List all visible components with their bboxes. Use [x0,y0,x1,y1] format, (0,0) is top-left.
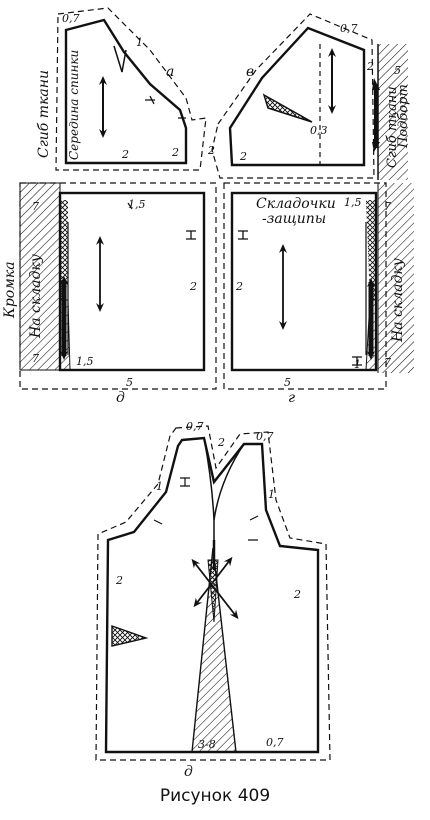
letter-d-bottom: д [184,764,193,780]
label-pleats-1: Складочки [256,196,336,212]
selvage-hatch [20,183,60,370]
m-b-2-top: 2 [217,436,225,449]
m-d-7-bot: 7 [32,352,39,365]
label-selvage: Кромка [2,261,18,319]
piece-g-lower [223,182,414,390]
piece-d-outline [58,191,206,372]
m-v-2-hem: 2 [239,150,247,163]
label-on-fold-right: На складку [390,257,406,343]
m-v-2-cf: 2 [366,60,374,73]
piece-a-back [55,7,207,171]
m-b-2l: 2 [115,574,123,587]
m-a-1: 1 [136,36,143,49]
m-b-07r: 0,7 [256,430,274,443]
letter-v: в [246,64,254,80]
m-g-7-top: 7 [384,200,391,213]
piece-v-front [211,13,408,180]
front-outline [104,436,320,754]
m-a-2-hem: 2 [121,148,129,161]
side-dart [111,625,149,647]
m-d-15b: 1,5 [76,355,94,368]
label-grain-fabric-right: Сгиб ткани [385,86,400,168]
label-center-back: Середина спинки [67,50,81,160]
m-b-38: 3-8 [198,738,216,751]
piece-d-lower [19,182,217,390]
label-pleats-2: -защипы [262,211,326,227]
letter-a: а [166,64,174,80]
m-d-2: 2 [189,280,197,293]
m-d-15: 1,5 [128,198,146,211]
label-on-fold-left: На складку [28,253,44,339]
front-center-hatch [191,547,237,753]
piece-v-outline [228,26,366,167]
m-g-7-bot: 7 [384,356,391,369]
m-d-5: 5 [126,376,133,389]
m-b-1l: 1 [156,480,163,493]
piece-v-seam-allowance [211,13,375,179]
m-v-2-side: 2 [207,144,215,157]
letter-g: г [288,390,295,406]
label-grain-fabric-left: Сгиб ткани [36,70,52,158]
m-g-1: 1 [354,358,361,371]
m-b-07b: 0,7 [266,736,284,749]
m-g-2: 2 [235,280,243,293]
m-a-2-side: 2 [171,146,179,159]
piece-front-full [95,425,331,761]
piece-a-seam-allowance [55,7,207,171]
m-v-07: 0,7 [340,22,358,35]
m-g-15: 1,5 [344,196,362,209]
fold-hatch-right [378,183,414,373]
m-d-7-top: 7 [32,200,39,213]
m-b-07l: 0,7 [186,420,204,433]
letter-d-left: д [116,390,125,406]
facing-strip [378,44,408,180]
label-facing: Подборт [396,84,411,149]
m-a-07: 0,7 [62,12,80,25]
m-b-1r: 1 [268,488,275,501]
m-v-5: 5 [394,64,401,77]
m-g-5: 5 [284,376,291,389]
piece-v-dart [262,93,313,123]
m-b-2r: 2 [293,588,301,601]
piece-a-dart [113,45,127,73]
figure-caption: Рисунок 409 [159,786,271,806]
m-v-03: 0,3 [310,124,328,137]
piece-a-outline [64,18,188,165]
